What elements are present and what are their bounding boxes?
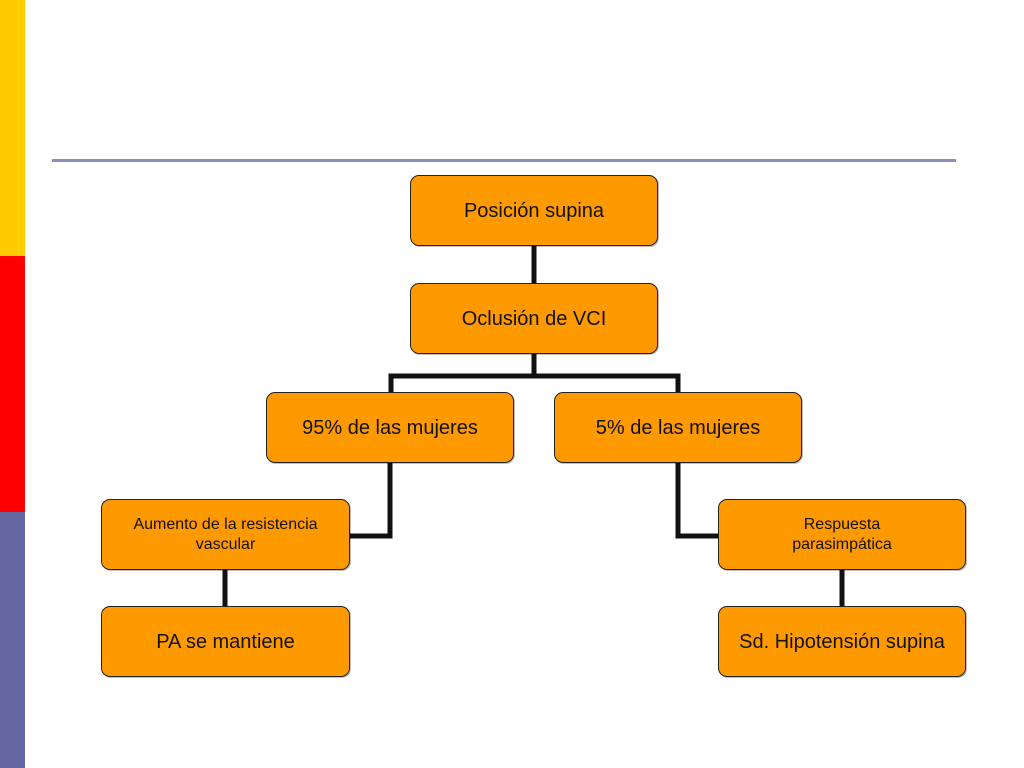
node-aumento-resistencia-label: Aumento de la resistencia vascular [133,516,318,553]
node-5-mujeres-label: 5% de las mujeres [595,416,761,439]
node-hipotension-supina: Sd. Hipotensión supina [718,606,966,677]
sidebar-accent-yellow [0,0,25,256]
node-95-mujeres: 95% de las mujeres [266,392,514,463]
node-oclusion-vci: Oclusión de VCI [410,283,658,354]
node-pa-mantiene: PA se mantiene [101,606,350,677]
connector-branch-bar [388,373,681,392]
node-posicion-supina-label: Posición supina [463,199,605,222]
node-respuesta-parasimpatica-label: Respuesta parasimpática [792,516,892,553]
connector-95-aumento [350,463,393,539]
node-respuesta-parasimpatica: Respuesta parasimpática [718,499,966,570]
node-5-mujeres: 5% de las mujeres [554,392,802,463]
node-posicion-supina: Posición supina [410,175,658,246]
node-aumento-resistencia: Aumento de la resistencia vascular [101,499,350,570]
node-pa-mantiene-label: PA se mantiene [156,630,295,653]
node-hipotension-supina-label: Sd. Hipotensión supina [739,630,945,653]
sidebar-accent-slate [0,512,25,768]
sidebar-accent-red [0,256,25,512]
title-divider-line [52,159,956,162]
node-oclusion-vci-label: Oclusión de VCI [461,307,607,330]
connector-5-respuesta [675,463,718,539]
node-95-mujeres-label: 95% de las mujeres [302,416,478,439]
